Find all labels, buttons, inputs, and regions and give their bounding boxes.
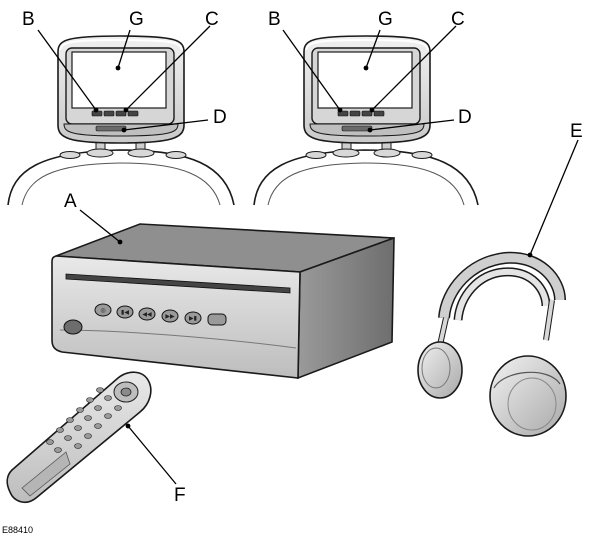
leader-a [79, 209, 121, 243]
callout-f: F [174, 485, 186, 506]
remote-control [6, 371, 152, 504]
leader-right-c [371, 25, 457, 111]
right-headrest-monitor [253, 35, 479, 206]
figure-id: E88410 [2, 525, 34, 535]
leader-lines [37, 25, 579, 485]
leader-left-d [123, 119, 209, 131]
svg-text:▮◀: ▮◀ [121, 309, 129, 316]
wireless-headphones [417, 251, 567, 437]
callout-a: A [64, 191, 77, 212]
callout-right-c: C [451, 9, 465, 30]
svg-text:▶▶: ▶▶ [165, 313, 175, 320]
leader-left-c [125, 25, 211, 111]
leader-e [529, 139, 579, 256]
leader-left-b [37, 29, 97, 111]
leader-left-g [117, 29, 131, 69]
leader-right-d [369, 119, 455, 131]
callout-left-c: C [205, 9, 219, 30]
leader-right-g [365, 29, 381, 69]
callout-e: E [570, 121, 583, 142]
leader-dots [93, 65, 533, 429]
dvd-player: ◎ ▮◀ ◀◀ ▶▶ ▶▮ [51, 223, 395, 380]
callout-right-g: G [378, 9, 393, 30]
callout-left-d: D [213, 107, 227, 128]
callout-left-b: B [22, 9, 35, 30]
leader-f [127, 425, 177, 485]
svg-text:◎: ◎ [100, 307, 105, 314]
left-headrest-monitor [7, 35, 235, 206]
svg-text:◀◀: ◀◀ [142, 311, 152, 318]
svg-text:▶▮: ▶▮ [189, 315, 197, 322]
callout-right-d: D [458, 107, 472, 128]
callout-right-b: B [268, 9, 281, 30]
callout-left-g: G [129, 9, 144, 30]
leader-right-b [282, 29, 341, 111]
